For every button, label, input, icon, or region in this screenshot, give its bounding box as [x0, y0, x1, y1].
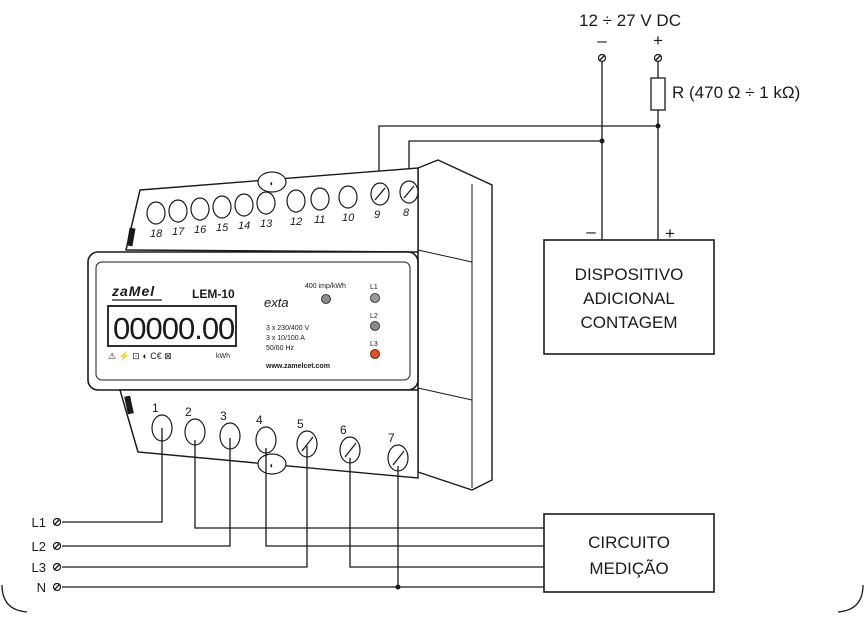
wire-terminal-9 [378, 125, 658, 188]
frame-corner-left [1, 584, 28, 613]
svg-text:◐: ◐ [270, 461, 275, 470]
meter-model: LEM-10 [192, 287, 235, 301]
resistor-label: R (470 Ω ÷ 1 kΩ) [672, 83, 800, 102]
top-terminal-15: 15 [212, 195, 232, 234]
top-terminal-8: 8 [399, 180, 419, 219]
imp-led [321, 294, 331, 304]
line-label: N [37, 580, 46, 595]
top-terminal-label: 18 [150, 228, 163, 240]
led-label-l2: L2 [370, 313, 378, 320]
top-terminal-label: 16 [194, 224, 207, 236]
circuit-label-line1: CIRCUITO [588, 533, 670, 552]
device-label-line2: ADICIONAL [583, 289, 675, 308]
bottom-seal-knob [257, 453, 287, 475]
meter-brand: zaMel [111, 283, 155, 299]
circuit-label-line2: MEDIÇÃO [589, 559, 668, 578]
energy-meter: ◐ ◐ zaMel LEM-10 00000.00 ⚠ ⚡ ⊡ ◐ C€ ⊠ k… [87, 159, 493, 491]
top-terminal-label: 12 [290, 216, 302, 228]
top-terminal-9: 9 [370, 182, 390, 221]
certification-symbols: ⚠ ⚡ ⊡ ◐ C€ ⊠ [108, 350, 172, 362]
led-l2 [370, 321, 380, 331]
device-minus-sign: – [586, 222, 596, 241]
bottom-terminal-label: 1 [152, 401, 159, 415]
spec-frequency: 50/60 Hz [266, 345, 295, 352]
device-label-line3: CONTAGEM [581, 313, 678, 332]
wire-out-6 [349, 458, 544, 568]
line-input-n: N [37, 580, 62, 595]
top-terminal-12: 12 [286, 189, 306, 228]
wire-out-2 [194, 440, 544, 529]
line-label: L2 [32, 539, 46, 554]
website: www.zamelcet.com [265, 363, 330, 370]
kwh-unit: kWh [216, 353, 230, 360]
line-label: L1 [32, 515, 46, 530]
led-label-l3: L3 [370, 341, 378, 348]
supply-plus-sign: + [653, 31, 663, 50]
top-terminal-18: 18 [146, 201, 166, 240]
bottom-terminal-5: 5 [296, 417, 318, 458]
led-label-l1: L1 [370, 284, 378, 291]
top-terminal-label: 13 [260, 218, 273, 230]
bottom-terminal-label: 7 [388, 431, 395, 445]
top-terminal-10: 10 [338, 185, 358, 224]
bottom-terminal-label: 3 [220, 409, 227, 423]
top-terminal-label: 10 [342, 212, 355, 224]
top-terminal-label: 11 [314, 214, 325, 226]
resistor [650, 77, 666, 111]
top-terminal-label: 14 [238, 220, 250, 232]
frame-corner-right [837, 584, 864, 613]
line-input-l2: L2 [32, 539, 62, 554]
line-input-l3: L3 [32, 560, 62, 575]
wire-L1 [62, 428, 163, 523]
bottom-terminal-2: 2 [184, 405, 206, 446]
spec-current: 3 x 10/100 A [266, 335, 305, 342]
lcd-display [107, 305, 237, 347]
top-terminal-label: 8 [403, 207, 410, 219]
top-terminal-label: 15 [216, 222, 229, 234]
spec-voltage: 3 x 230/400 V [266, 325, 310, 332]
bottom-terminal-label: 4 [256, 413, 263, 427]
device-label-line1: DISPOSITIVO [575, 265, 684, 284]
wire-L2 [62, 438, 231, 547]
top-terminal-14: 14 [234, 193, 254, 232]
lcd-reading: 00000.00 [113, 311, 235, 346]
top-terminal-label: 17 [172, 226, 185, 238]
line-label: L3 [32, 560, 46, 575]
device-box [543, 239, 715, 355]
top-terminals: 18 17 16 15 14 13 12 11 10 9 8 [146, 180, 419, 240]
bottom-terminal-6: 6 [339, 423, 361, 464]
top-terminal-13: 13 [256, 191, 276, 230]
meter-side [417, 159, 493, 491]
line-input-l1: L1 [32, 515, 62, 530]
circuit-box [543, 513, 715, 593]
top-terminal-label: 9 [374, 209, 380, 221]
exta-logo: exta [264, 295, 289, 310]
top-terminal-17: 17 [168, 199, 188, 238]
wire-L3 [62, 446, 308, 568]
svg-text:◐: ◐ [270, 179, 275, 188]
bottom-terminal-label: 2 [185, 405, 192, 419]
device-plus-sign: + [665, 224, 675, 243]
led-l3 [370, 349, 380, 359]
top-seal-knob [257, 171, 287, 193]
led-l1 [370, 293, 380, 303]
bottom-terminal-label: 5 [297, 417, 304, 431]
wire-out-4 [265, 448, 544, 547]
supply-minus-sign: – [597, 31, 607, 50]
bottom-terminal-label: 6 [340, 423, 347, 437]
top-terminal-16: 16 [190, 197, 210, 236]
imp-rate: 400 imp/kWh [305, 283, 346, 290]
supply-voltage-label: 12 ÷ 27 V DC [579, 11, 681, 30]
top-terminal-11: 11 [310, 187, 330, 226]
